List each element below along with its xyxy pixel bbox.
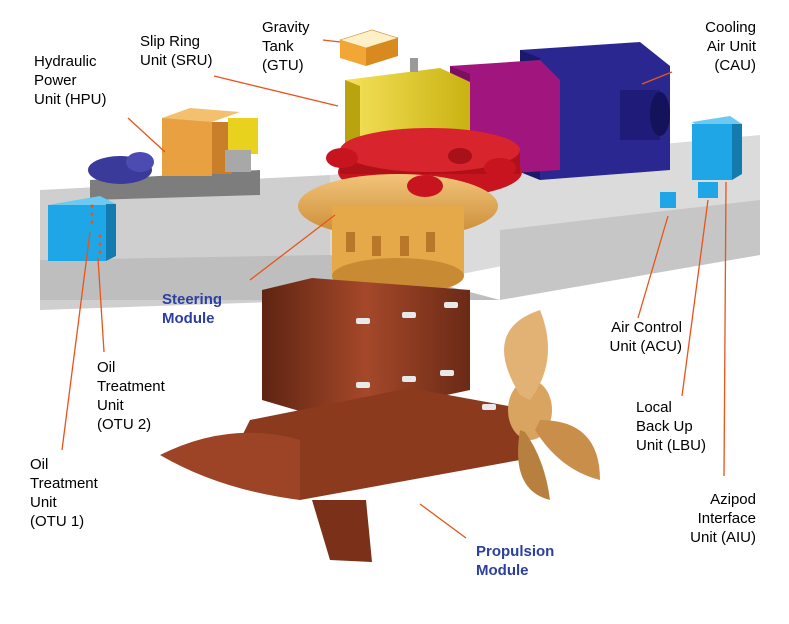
- hpu-unit: [88, 108, 260, 200]
- leader-dots: [90, 204, 102, 254]
- sru-label: Slip Ring Unit (SRU): [140, 33, 213, 69]
- acu-unit: [660, 192, 676, 208]
- leader-lines: [61, 39, 727, 539]
- lbu-label: Local Back Up Unit (LBU): [636, 399, 707, 454]
- otu-2-label: Oil Treatment Unit (OTU 2): [97, 359, 165, 433]
- cau-label: Cooling Air Unit (CAU): [705, 19, 756, 74]
- steering-module-label: Steering Module: [162, 291, 223, 327]
- lbu-unit: [698, 182, 718, 198]
- otu-2-unit: [48, 196, 116, 261]
- aiu-unit: [692, 116, 742, 180]
- hpu-label: Hydraulic Power Unit (HPU): [34, 53, 107, 108]
- gtu-label: Gravity Tank (GTU): [262, 19, 310, 74]
- steering-ring: [298, 174, 498, 294]
- aiu-label: Azipod Interface Unit (AIU): [690, 491, 756, 546]
- steering-motors: [326, 148, 516, 197]
- acu-label: Air Control Unit (ACU): [609, 319, 682, 355]
- propeller: [504, 310, 600, 500]
- propulsion-module-label: Propulsion Module: [476, 543, 555, 579]
- propulsion-hull: [160, 278, 530, 562]
- gtu-tank: [338, 29, 400, 66]
- otu-1-label: Oil Treatment Unit (OTU 1): [30, 456, 98, 530]
